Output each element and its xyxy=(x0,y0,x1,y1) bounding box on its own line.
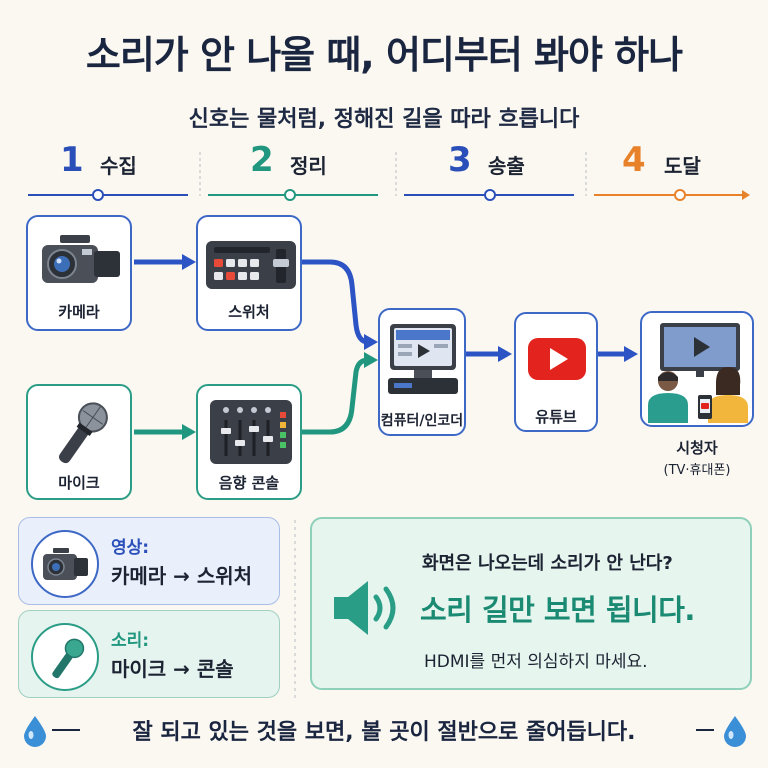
step-1-label: 수집 xyxy=(100,154,137,178)
microphone-icon xyxy=(58,402,108,464)
step-2-number: 2 xyxy=(250,140,274,180)
legend-video-text: 카메라 → 스위처 xyxy=(111,564,253,588)
video-camera-icon xyxy=(42,235,120,283)
legend-audio-text: 마이크 → 콘솔 xyxy=(111,657,234,681)
microphone-icon xyxy=(52,638,85,679)
legend-video-icon-circle xyxy=(31,530,99,598)
computer-encoder-icon xyxy=(388,324,458,394)
switcher-label: 스위처 xyxy=(228,303,270,321)
step-2-label: 정리 xyxy=(290,154,327,178)
switcher-node: 스위처 xyxy=(196,215,302,331)
legend-video-heading: 영상: xyxy=(111,538,150,558)
mic-label: 마이크 xyxy=(58,474,100,492)
footer-dash-left xyxy=(52,729,80,731)
camera-label: 카메라 xyxy=(58,303,100,321)
viewer-label: 시청자 xyxy=(676,439,718,457)
water-drop-icon xyxy=(24,716,46,747)
audio-console-icon xyxy=(210,400,292,464)
page-subtitle: 신호는 물처럼, 정해진 길을 따라 흐릅니다 xyxy=(188,107,580,132)
mic-node: 마이크 xyxy=(26,384,132,500)
footer-dash-right xyxy=(696,729,714,731)
tip-panel: 화면은 나오는데 소리가 안 난다? 소리 길만 보면 됩니다. HDMI를 먼… xyxy=(310,517,752,690)
step-1: 1 수집 xyxy=(28,140,188,204)
step-3-number: 3 xyxy=(448,140,472,180)
youtube-logo-icon xyxy=(528,338,586,380)
viewer-node: 시청자 (TV·휴대폰) xyxy=(640,311,754,478)
legend-audio: 소리: 마이크 → 콘솔 xyxy=(18,610,280,698)
tip-headline: 소리 길만 보면 됩니다. xyxy=(420,593,695,627)
footer-message: 잘 되고 있는 것을 보면, 볼 곳이 절반으로 줄어듭니다. xyxy=(132,720,636,745)
console-label: 음향 콘솔 xyxy=(218,474,280,492)
viewer-sublabel: (TV·휴대폰) xyxy=(663,463,731,478)
camera-node: 카메라 xyxy=(26,215,132,331)
computer-node: 컴퓨터/인코더 xyxy=(378,308,466,436)
video-switcher-icon xyxy=(206,241,296,289)
computer-label: 컴퓨터/인코더 xyxy=(380,413,464,429)
step-1-number: 1 xyxy=(60,140,84,180)
video-camera-icon xyxy=(43,548,88,580)
water-drop-icon xyxy=(724,716,746,747)
step-2: 2 정리 xyxy=(210,140,380,204)
viewers-watching-icon xyxy=(648,323,748,423)
youtube-label: 유튜브 xyxy=(535,408,577,426)
youtube-node: 유튜브 xyxy=(514,312,598,432)
section-divider xyxy=(294,520,296,700)
step-4-label: 도달 xyxy=(664,154,701,178)
step-3: 3 송출 xyxy=(402,140,572,204)
tip-note: HDMI를 먼저 의심하지 마세요. xyxy=(424,652,648,672)
step-timeline xyxy=(28,152,750,201)
legend-audio-heading: 소리: xyxy=(111,631,150,651)
step-4: 4 도달 xyxy=(592,140,762,204)
legend-audio-icon-circle xyxy=(31,623,99,691)
page-title: 소리가 안 나올 때, 어디부터 봐야 하나 xyxy=(85,33,683,77)
legend-video: 영상: 카메라 → 스위처 xyxy=(18,517,280,605)
tip-question: 화면은 나오는데 소리가 안 난다? xyxy=(422,553,673,574)
signal-flow-arrows xyxy=(134,254,638,440)
console-node: 음향 콘솔 xyxy=(196,384,302,500)
speaker-icon xyxy=(334,581,396,635)
step-4-number: 4 xyxy=(622,140,646,180)
step-3-label: 송출 xyxy=(488,154,525,178)
